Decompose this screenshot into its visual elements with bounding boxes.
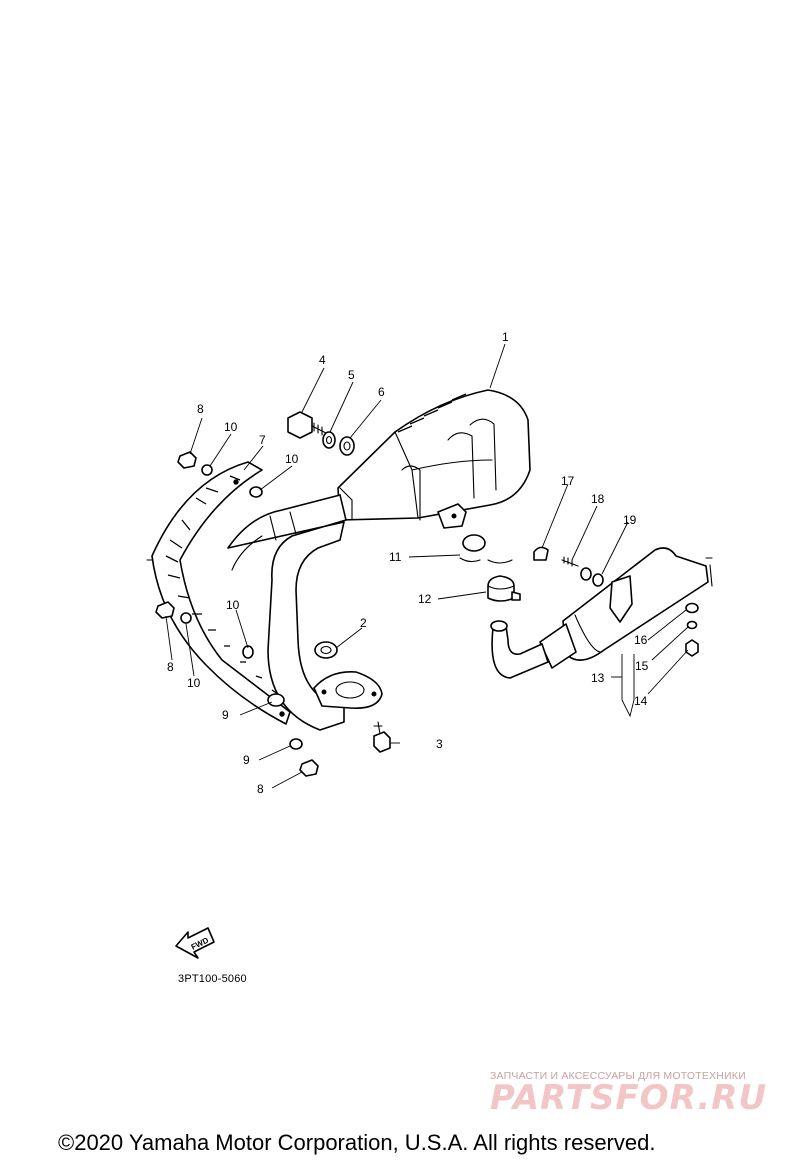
callout-10: 10 <box>226 598 240 612</box>
leader-lines <box>165 343 689 789</box>
fwd-arrow-icon: FWD <box>175 927 215 959</box>
callout-6: 6 <box>378 385 385 399</box>
callout-10: 10 <box>285 452 299 466</box>
callout-4: 4 <box>319 353 326 367</box>
watermark: ЗАПЧАСТИ И АКСЕССУАРЫ ДЛЯ МОТОТЕХНИКИ PA… <box>490 1070 790 1118</box>
callout-2: 2 <box>360 616 367 630</box>
callout-8: 8 <box>197 402 204 416</box>
callout-10: 10 <box>224 420 238 434</box>
callout-5: 5 <box>348 368 355 382</box>
callout-11: 11 <box>389 550 402 564</box>
callout-labels: 1 4 5 6 8 10 7 10 11 12 10 2 8 10 9 3 9 … <box>167 330 649 796</box>
protector-part-7 <box>146 461 291 725</box>
callout-13: 13 <box>591 671 605 685</box>
callout-3: 3 <box>436 737 443 751</box>
callout-15: 15 <box>635 659 649 673</box>
callout-18: 18 <box>591 492 605 506</box>
callout-7: 7 <box>259 433 266 447</box>
callout-9: 9 <box>243 753 250 767</box>
callout-8: 8 <box>167 660 174 674</box>
callout-1: 1 <box>502 330 509 344</box>
callout-10: 10 <box>187 676 201 690</box>
callout-9: 9 <box>222 708 229 722</box>
callout-14: 14 <box>634 694 648 708</box>
exhaust-pipe <box>227 494 383 731</box>
muffler-part-1 <box>337 389 531 529</box>
callout-12: 12 <box>418 592 432 606</box>
watermark-text: ЗАПЧАСТИ И АКСЕССУАРЫ ДЛЯ МОТОТЕХНИКИ <box>490 1070 746 1082</box>
copyright-notice: ©2020 Yamaha Motor Corporation, U.S.A. A… <box>58 1130 656 1155</box>
callout-8: 8 <box>257 782 264 796</box>
callout-16: 16 <box>634 633 648 647</box>
silencer-part-13 <box>490 547 713 679</box>
callout-19: 19 <box>623 513 637 527</box>
catalog-code: 3PT100-5060 <box>178 973 247 985</box>
hardware-parts <box>155 411 699 777</box>
callout-17: 17 <box>561 474 575 488</box>
watermark-logo: PARTSFOR.RU <box>490 1078 768 1118</box>
